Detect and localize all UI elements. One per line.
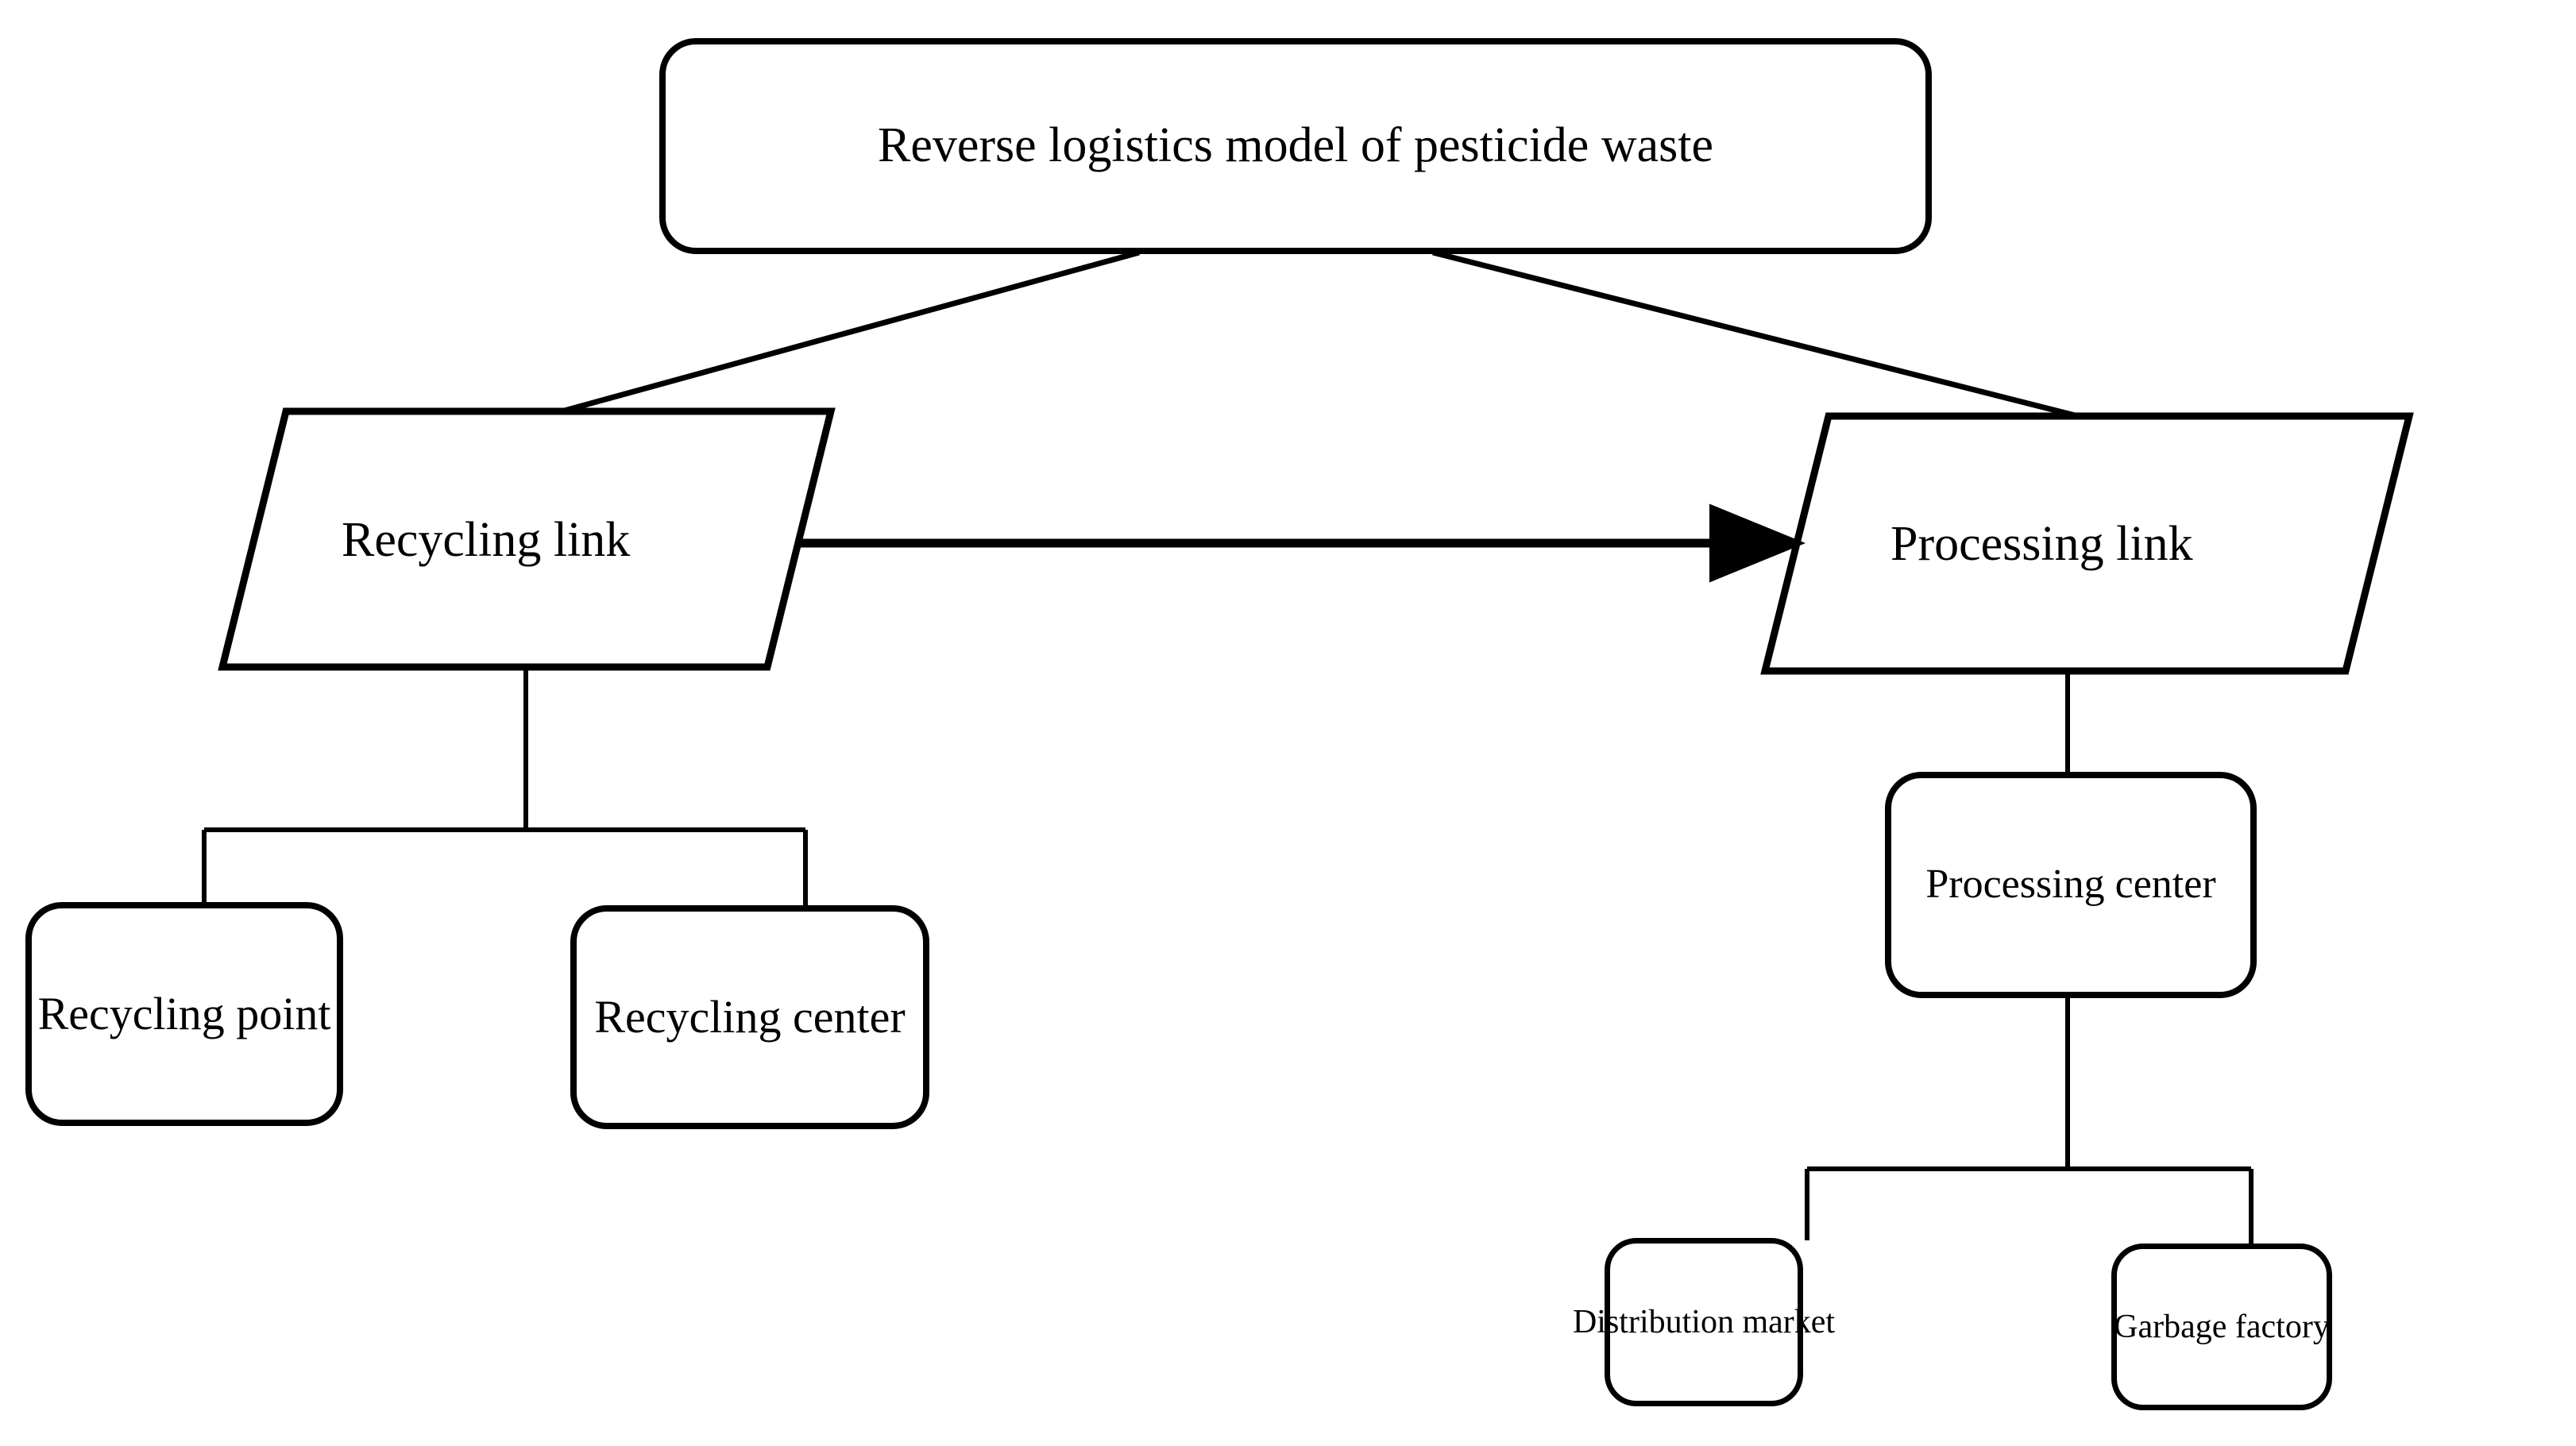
node-processing-center[interactable]: Processing center <box>1885 772 2257 998</box>
processing-link-shape[interactable] <box>1760 412 2414 675</box>
recycling-link-shape[interactable] <box>218 407 836 671</box>
edge-root-to-recycling-link <box>555 249 1140 416</box>
node-recycling-point[interactable]: Recycling point <box>25 902 343 1126</box>
node-label: Processing center <box>1925 862 2216 908</box>
edge-root-to-processing-link <box>1432 249 2082 420</box>
node-label: Reverse logistics model of pesticide was… <box>877 118 1713 173</box>
node-label: Recycling center <box>594 990 906 1043</box>
node-garbage-factory[interactable]: Garbage factory <box>2111 1244 2332 1410</box>
node-label: Recycling point <box>37 987 331 1039</box>
node-label: Distribution market <box>1572 1303 1836 1340</box>
node-distribution-market[interactable]: Distribution market <box>1573 1238 1835 1406</box>
node-recycling-center[interactable]: Recycling center <box>570 905 929 1129</box>
node-label-processing-link: Processing link <box>1890 517 2193 571</box>
node-label: Garbage factory <box>2114 1308 2330 1345</box>
node-root-reverse-logistics-model[interactable]: Reverse logistics model of pesticide was… <box>659 38 1932 254</box>
node-label-recycling-link: Recycling link <box>342 513 631 567</box>
